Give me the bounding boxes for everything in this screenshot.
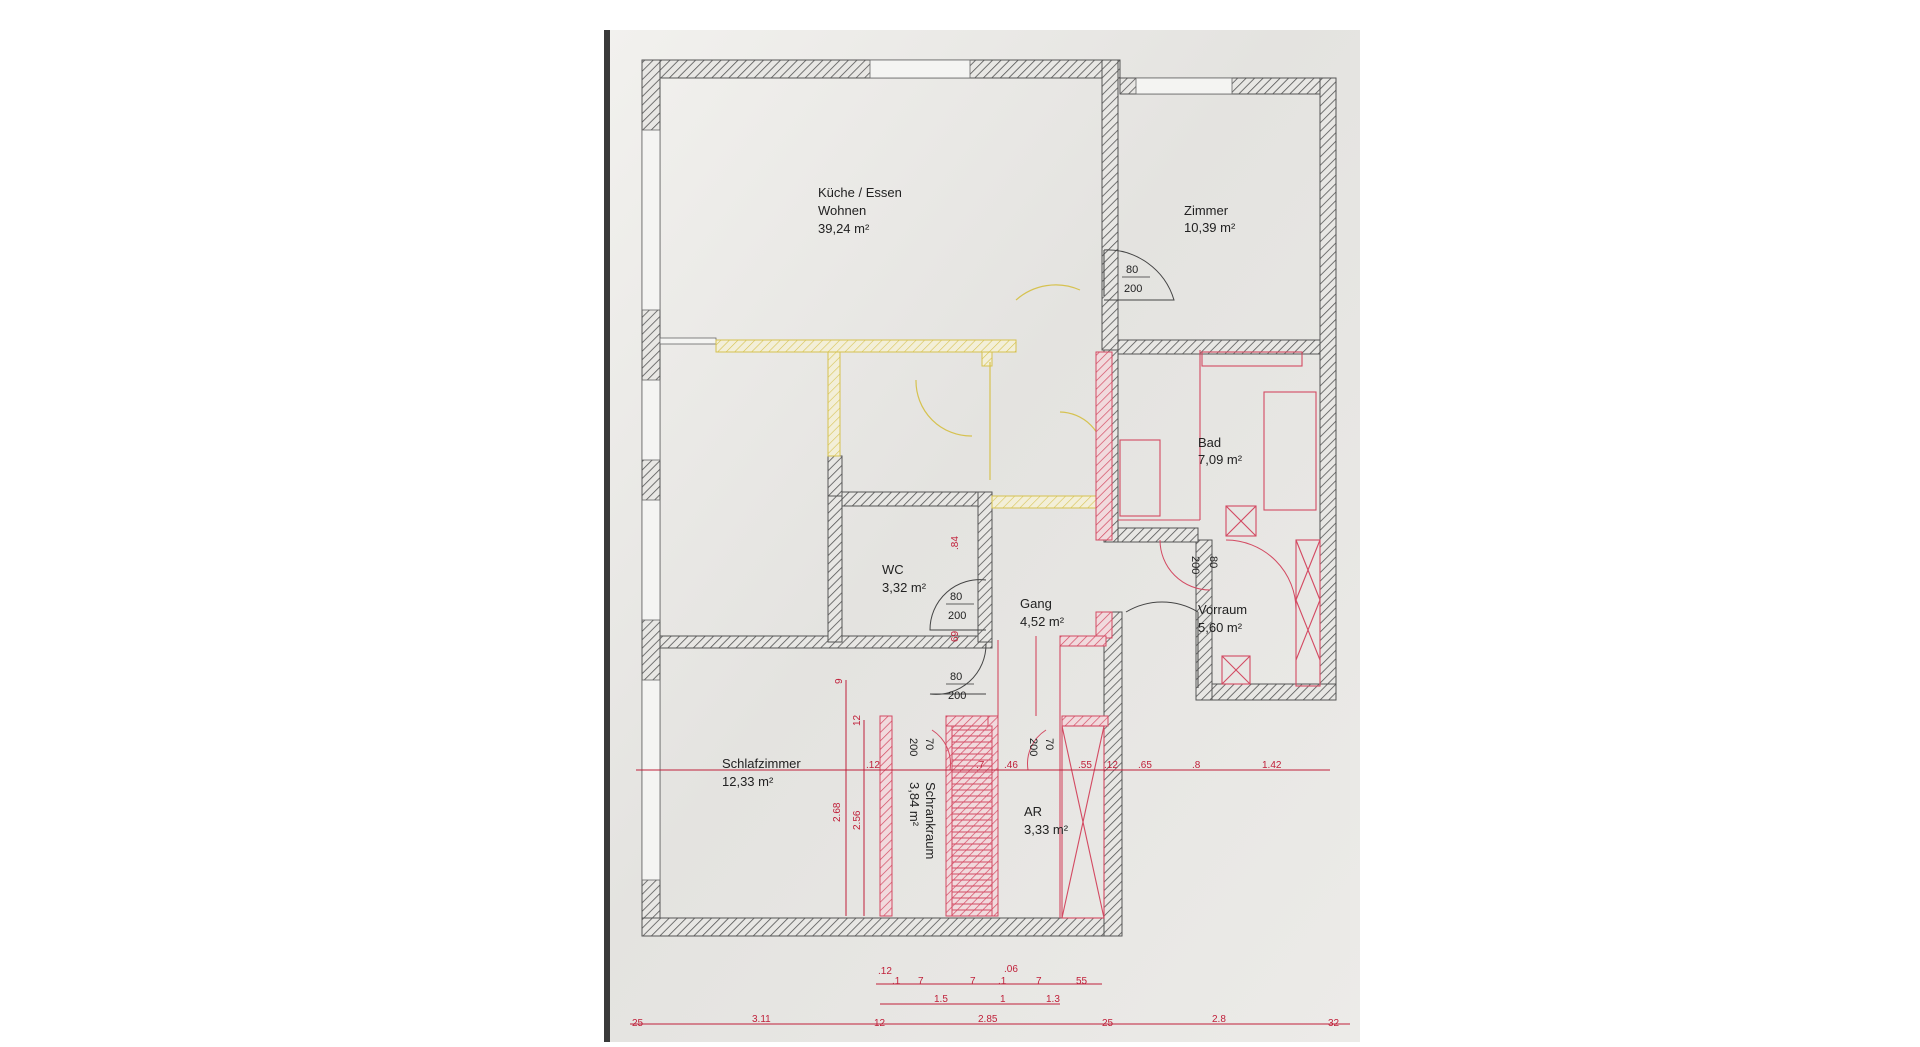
dim-label: .12 xyxy=(878,966,892,977)
room-schlafzimmer-area: 12,33 m² xyxy=(722,774,774,789)
dim-label: .65 xyxy=(1138,760,1152,771)
dim-label: 2.8 xyxy=(1212,1014,1226,1025)
dimension-mid-row: .12 .7 .46 .55 .12 .65 .8 1.42 xyxy=(866,760,1282,771)
dim-label: .12 xyxy=(1104,760,1118,771)
room-bad-area: 7,09 m² xyxy=(1198,452,1243,467)
dim-label: 12 xyxy=(852,714,863,726)
dim-label: .7 xyxy=(976,760,985,771)
dim-label: 1.5 xyxy=(934,994,948,1005)
door-width: 70 xyxy=(923,738,935,750)
dim-label: 55 xyxy=(1076,976,1088,987)
door-height: 200 xyxy=(948,690,966,702)
room-gang-name: Gang xyxy=(1020,596,1052,611)
dim-label: 1.42 xyxy=(1262,760,1282,771)
dim-label: 1.3 xyxy=(1046,994,1060,1005)
dimension-bottom-row3: 25 3.11 12 2.85 25 2.8 32 xyxy=(632,1014,1340,1029)
new-walls xyxy=(879,351,1113,917)
dim-label: 3.11 xyxy=(752,1014,771,1025)
dim-label: .12 xyxy=(866,760,880,771)
dim-label: 7 xyxy=(918,976,924,987)
room-zimmer-area: 10,39 m² xyxy=(1184,220,1236,235)
door-height: 200 xyxy=(1027,738,1039,756)
door-label-ar: 70 200 xyxy=(1027,738,1055,756)
room-wc-name: WC xyxy=(882,562,904,577)
dim-label: 2.85 xyxy=(978,1014,998,1025)
dim-label: 2.56 xyxy=(852,810,863,830)
dimension-bottom-row1: .12 .1 7 7 .1 .06 7 55 xyxy=(878,964,1088,987)
door-height: 200 xyxy=(907,738,919,756)
door-label-zimmer: 80 200 xyxy=(1122,264,1150,295)
room-kueche-name2: Wohnen xyxy=(818,203,866,218)
demolition-walls xyxy=(715,339,1105,509)
room-vorraum-name: Vorraum xyxy=(1198,602,1247,617)
door-label-wc: 80 200 xyxy=(946,591,974,622)
door-height: 200 xyxy=(1124,283,1142,295)
dimension-lines xyxy=(630,680,1350,1025)
dimension-vertical: 2.68 2.56 9 12 .84 69 xyxy=(832,536,961,830)
dim-label: .46 xyxy=(1004,760,1018,771)
room-ar-area: 3,33 m² xyxy=(1024,822,1069,837)
dim-label: .8 xyxy=(1192,760,1201,771)
door-height: 200 xyxy=(948,610,966,622)
dim-label: 32 xyxy=(1328,1018,1340,1029)
dim-label: .1 xyxy=(998,976,1007,987)
room-ar-name: AR xyxy=(1024,804,1042,819)
dim-label: .06 xyxy=(1004,964,1018,975)
dim-label: 25 xyxy=(632,1018,644,1029)
dim-label: 7 xyxy=(1036,976,1042,987)
paper-left-edge xyxy=(604,30,610,1042)
door-width: 80 xyxy=(950,591,962,603)
door-swings-red xyxy=(931,539,1297,771)
dim-label: 7 xyxy=(970,976,976,987)
room-wc-area: 3,32 m² xyxy=(882,580,927,595)
dim-label: .55 xyxy=(1078,760,1092,771)
new-wall-lines xyxy=(997,350,1321,919)
dim-label: 69 xyxy=(950,630,961,642)
door-width: 80 xyxy=(1126,264,1138,276)
dim-label: 1 xyxy=(1000,994,1006,1005)
dim-label: 25 xyxy=(1102,1018,1114,1029)
door-width: 70 xyxy=(1043,738,1055,750)
room-schrankraum-name: Schrankraum xyxy=(923,782,938,859)
dim-label: 9 xyxy=(834,678,845,684)
dim-label: 12 xyxy=(874,1018,886,1029)
door-label-schrankraum: 70 200 xyxy=(907,738,935,756)
room-schrankraum-area: 3,84 m² xyxy=(907,782,922,827)
dim-label: 2.68 xyxy=(832,802,843,822)
windows xyxy=(641,59,1233,881)
door-label-schlafzimmer: 80 200 xyxy=(946,671,974,702)
door-height: 200 xyxy=(1189,556,1201,574)
dim-label: .1 xyxy=(892,976,901,987)
room-kueche-area: 39,24 m² xyxy=(818,221,870,236)
room-zimmer-name: Zimmer xyxy=(1184,203,1229,218)
dim-label: .84 xyxy=(950,536,961,550)
room-vorraum-area: 5,60 m² xyxy=(1198,620,1243,635)
room-bad-name: Bad xyxy=(1198,435,1221,450)
room-schlafzimmer-name: Schlafzimmer xyxy=(722,756,801,771)
dimension-bottom-row2: 1.5 1 1.3 xyxy=(934,994,1060,1005)
door-width: 80 xyxy=(1207,556,1219,568)
door-swings xyxy=(929,249,1199,695)
room-gang-area: 4,52 m² xyxy=(1020,614,1065,629)
shelf xyxy=(951,725,993,917)
door-width: 80 xyxy=(950,671,962,683)
door-label-bad: 80 200 xyxy=(1189,556,1219,574)
room-kueche-name: Küche / Essen xyxy=(818,185,902,200)
